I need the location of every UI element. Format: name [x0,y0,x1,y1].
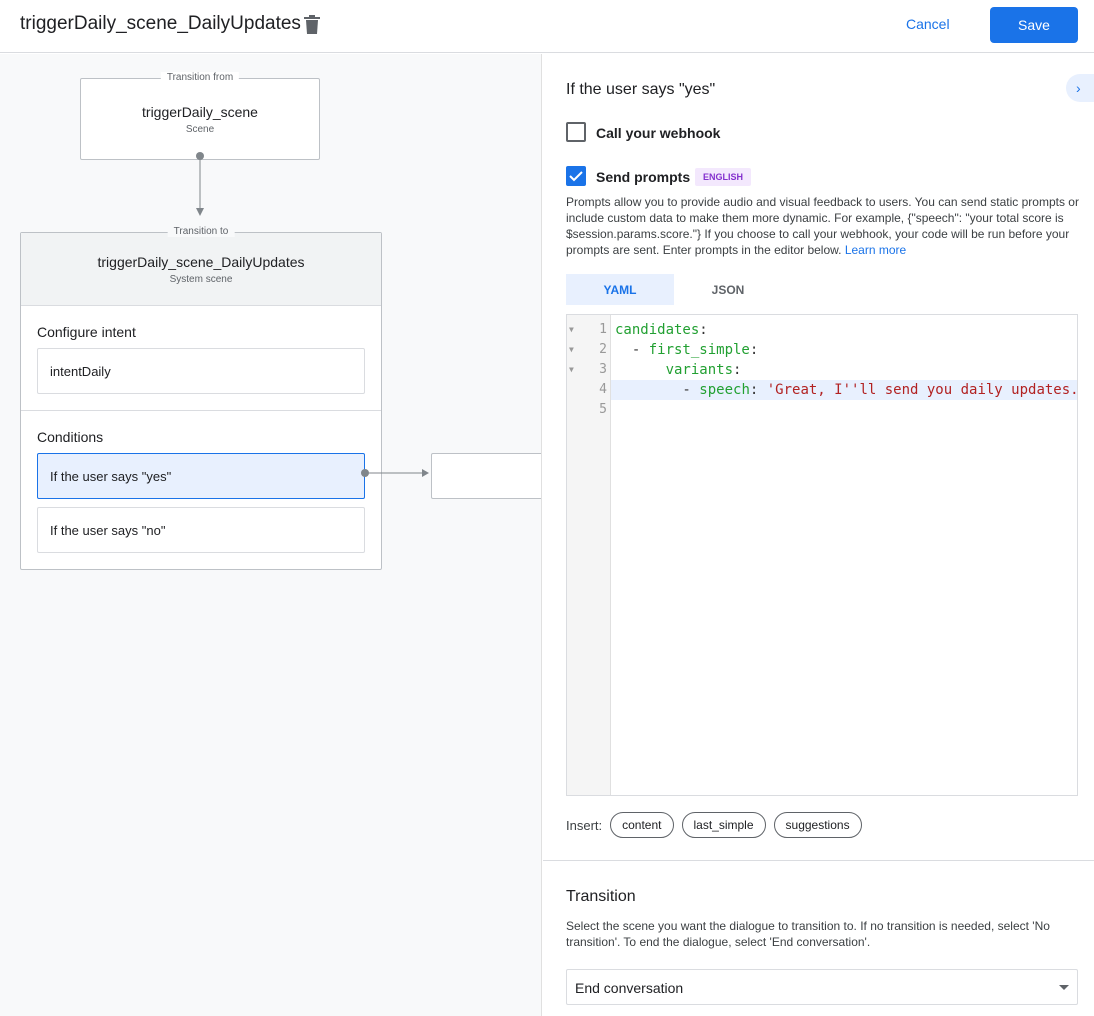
check-icon [569,171,583,182]
conditions-heading: Conditions [37,429,104,445]
transition-to-label: Transition to [167,226,235,237]
condition-no[interactable]: If the user says "no" [37,507,365,553]
intent-item[interactable]: intentDaily [37,348,365,394]
line-number: 3 [599,362,607,377]
code-line: ▼3 variants: [569,362,742,378]
condition-connector [361,469,429,477]
code-line: ▼2 - first_simple: [569,342,759,358]
transition-heading: Transition [566,888,636,905]
yaml-key: candidates [615,322,700,338]
yaml-key: speech [699,382,750,398]
format-tabs: YAML JSON [566,274,782,306]
tab-json[interactable]: JSON [711,283,745,297]
yaml-key: variants [665,362,734,378]
transition-from-label: Transition from [160,72,240,83]
transition-from-node[interactable]: Transition from triggerDaily_scene Scene [80,72,320,160]
collapse-chevron-icon[interactable]: › [1066,74,1094,102]
configure-intent-heading: Configure intent [37,324,136,340]
transition-select-value: End conversation [575,980,684,996]
line-number: 4 [599,382,607,397]
webhook-label: Call your webhook [596,125,721,141]
description-text: Prompts allow you to provide audio and v… [566,195,1079,257]
connector-arrow [196,152,204,216]
send-prompts-label: Send prompts [596,169,691,185]
code-line-active [611,380,1077,400]
to-scene-subtitle: System scene [169,274,233,285]
fold-icon[interactable]: ▼ [569,345,574,354]
from-scene-title: triggerDaily_scene [142,104,258,120]
dropdown-caret-icon [1059,985,1069,990]
code-line: 5 [567,400,1077,420]
line-number: 5 [599,402,607,417]
save-button[interactable]: Save [990,7,1078,43]
insert-suggestions-chip[interactable]: suggestions [773,812,862,838]
tab-yaml[interactable]: YAML [566,274,674,305]
empty-target-node[interactable] [431,453,541,499]
line-number: 2 [599,342,607,357]
delete-icon[interactable] [304,15,320,34]
page-title: triggerDaily_scene_DailyUpdates [20,13,301,34]
insert-bar: Insert: content last_simple suggestions [566,812,862,838]
transition-description: Select the scene you want the dialogue t… [566,919,1050,949]
line-gutter [567,315,611,795]
condition-yes[interactable]: If the user says "yes" [37,453,365,499]
yaml-key: first_simple [648,342,750,358]
cancel-button[interactable]: Cancel [906,16,950,32]
send-prompts-checkbox[interactable] [566,166,586,186]
transition-to-node: Transition to triggerDaily_scene_DailyUp… [20,226,382,570]
top-bar: triggerDaily_scene_DailyUpdates Cancel S… [0,0,1094,53]
from-scene-subtitle: Scene [185,124,215,135]
insert-label: Insert: [566,817,603,833]
panel-heading: If the user says "yes" [566,81,716,98]
line-number: 1 [599,322,607,337]
code-line: 4 - speech: 'Great, I''ll send you daily… [567,380,1079,400]
language-badge: ENGLISH [695,168,752,186]
fold-icon[interactable]: ▼ [569,325,574,334]
learn-more-link[interactable]: Learn more [844,243,907,257]
webhook-checkbox[interactable] [566,122,586,142]
divider [543,860,1094,861]
fold-icon[interactable]: ▼ [569,365,574,374]
insert-last-simple-chip[interactable]: last_simple [681,812,766,838]
insert-content-chip[interactable]: content [610,812,674,838]
to-scene-title: triggerDaily_scene_DailyUpdates [97,254,305,270]
flow-canvas: Transition from triggerDaily_scene Scene… [0,54,542,1016]
condition-panel: › If the user says "yes" Call your webho… [543,54,1094,1016]
transition-select[interactable]: End conversation [566,969,1078,1005]
prompts-description: Prompts allow you to provide audio and v… [566,194,1086,258]
yaml-string: 'Great, I''ll send you daily updates. [766,382,1079,398]
